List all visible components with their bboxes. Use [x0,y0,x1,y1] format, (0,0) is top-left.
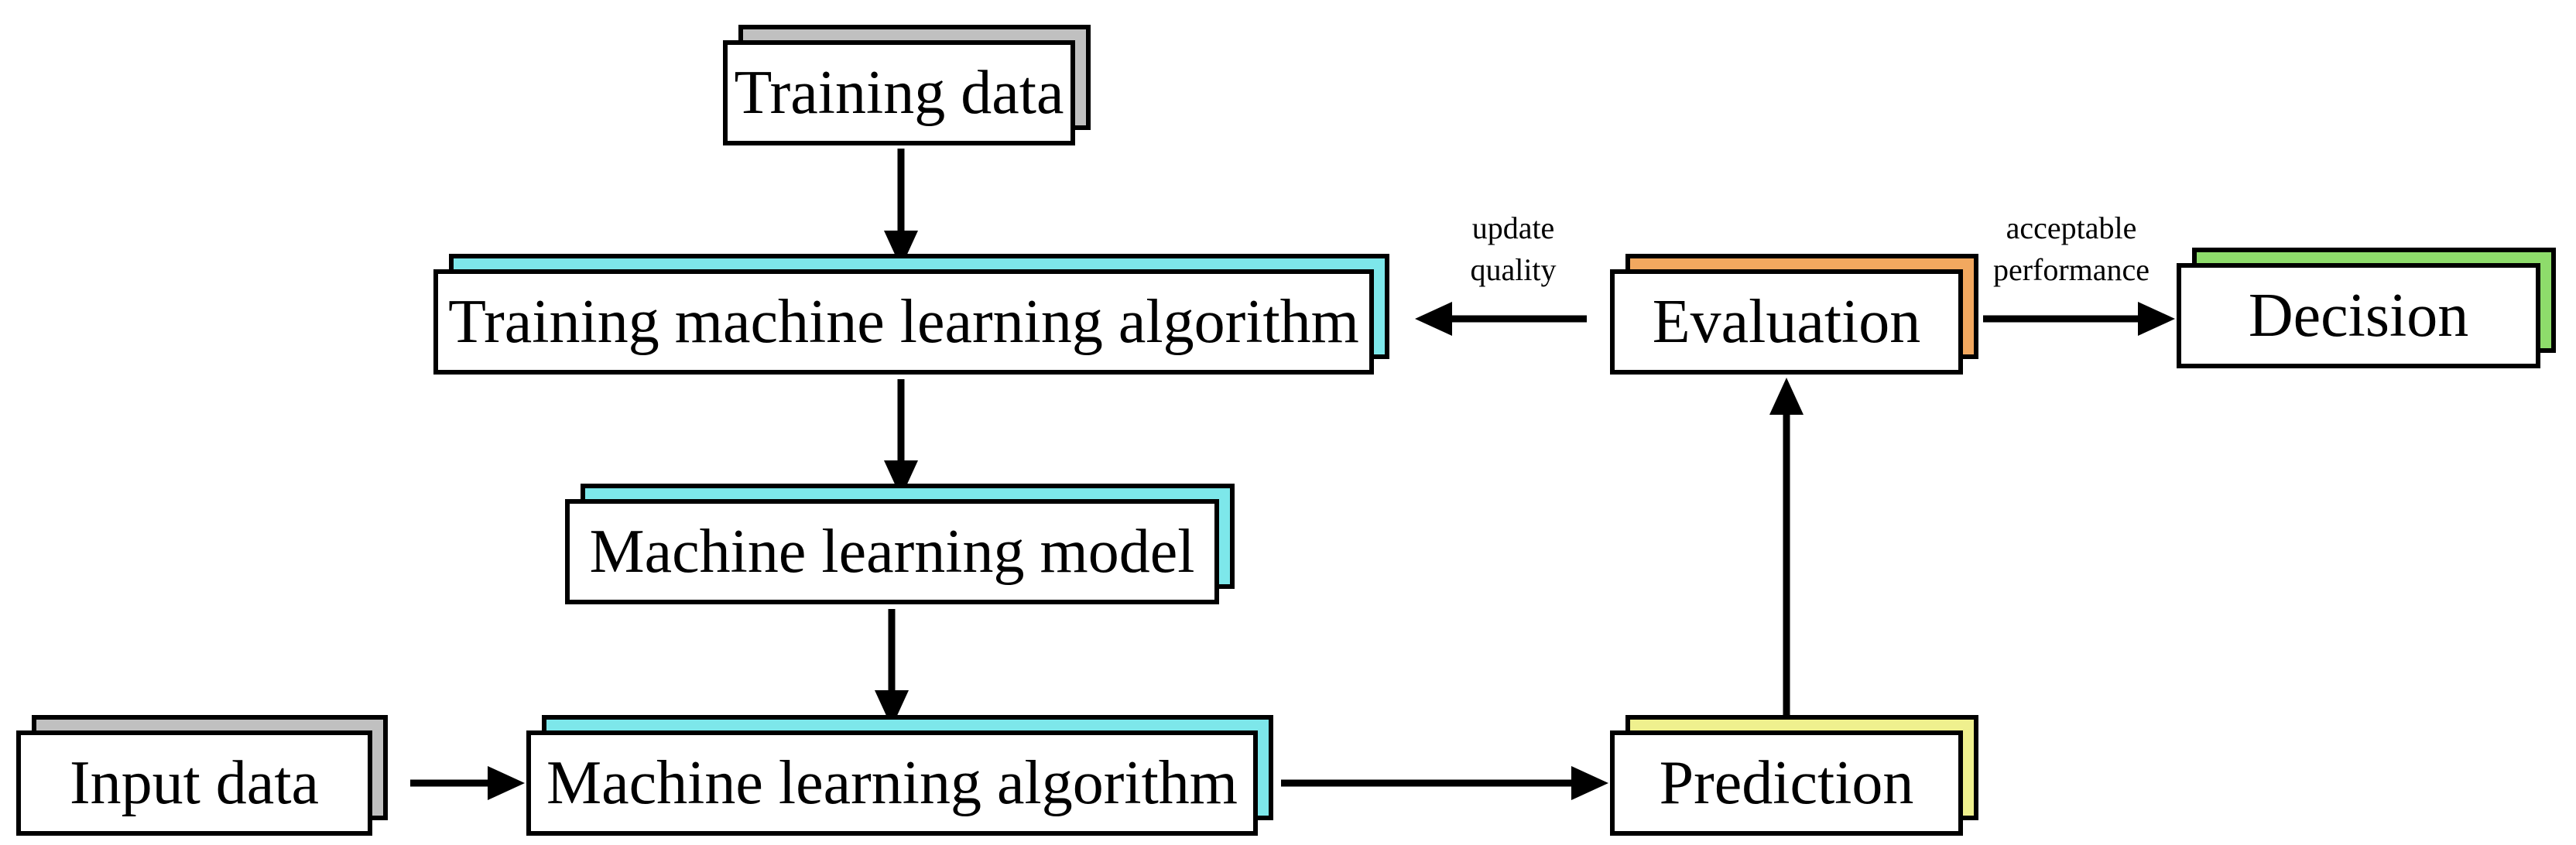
node-ml-model: Machine learning model [565,484,1235,604]
node-evaluation: Evaluation [1610,254,1978,375]
arrow-training-data-to-training-algorithm [884,149,918,268]
arrow-evaluation-to-training-algorithm [1415,302,1587,336]
node-label: Prediction [1659,749,1914,817]
node-prediction: Prediction [1610,715,1978,836]
node-face: Machine learning model [565,499,1219,604]
node-face: Training data [723,40,1075,145]
edge-label-line: acceptable [2006,210,2137,245]
node-label: Decision [2248,282,2469,350]
node-training-ml-algorithm: Training machine learning algorithm [433,254,1389,375]
edge-label-line: performance [1992,252,2150,287]
node-face: Prediction [1610,730,1963,836]
node-label: Machine learning model [589,518,1195,586]
node-decision: Decision [2177,248,2556,368]
arrow-ml-model-to-ml-algorithm [875,609,909,727]
node-face: Training machine learning algorithm [433,269,1374,375]
node-label: Evaluation [1652,288,1921,356]
edge-label-acceptable-performance: acceptable performance [1940,207,2203,291]
node-label: Input data [69,749,320,817]
node-label: Machine learning algorithm [546,749,1238,817]
arrow-input-data-to-ml-algorithm [410,766,525,800]
node-face: Machine learning algorithm [526,730,1258,836]
edge-label-update-quality: update quality [1382,207,1645,291]
node-label: Training machine learning algorithm [448,288,1359,356]
node-face: Decision [2177,263,2540,368]
edge-label-line: quality [1470,252,1557,287]
arrow-training-algorithm-to-ml-model [884,379,918,498]
node-ml-algorithm: Machine learning algorithm [526,715,1273,836]
node-face: Evaluation [1610,269,1963,375]
arrow-evaluation-to-decision [1983,302,2175,336]
arrow-ml-algorithm-to-prediction [1281,766,1608,800]
node-training-data: Training data [723,25,1091,145]
node-label: Training data [734,59,1064,127]
arrow-prediction-to-evaluation [1769,378,1804,724]
node-face: Input data [16,730,372,836]
node-input-data: Input data [16,715,388,836]
edge-label-line: update [1471,210,1555,245]
